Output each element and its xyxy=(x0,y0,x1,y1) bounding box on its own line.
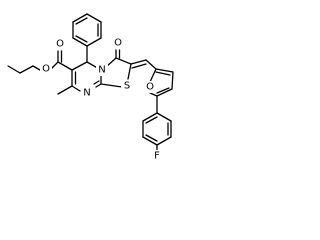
bond xyxy=(93,80,100,85)
bond xyxy=(75,17,88,25)
bond xyxy=(145,134,158,142)
bond xyxy=(149,92,158,97)
atom-labels: O O O N N S O F xyxy=(40,37,163,162)
bond xyxy=(7,65,21,74)
bonds xyxy=(7,13,174,152)
bond xyxy=(145,59,157,70)
bond xyxy=(95,83,102,88)
atom-s-ring: S xyxy=(124,81,130,92)
bond xyxy=(156,112,172,122)
bond xyxy=(156,88,173,97)
bond xyxy=(155,71,171,76)
bond xyxy=(131,63,147,69)
bond xyxy=(115,57,132,65)
bond xyxy=(57,61,73,71)
bond xyxy=(71,61,88,71)
molecule-structure: O O O N N S O F xyxy=(7,13,174,162)
bond xyxy=(155,68,174,73)
bond xyxy=(156,136,172,146)
bond xyxy=(100,83,123,88)
bond xyxy=(75,35,88,43)
bond xyxy=(171,71,174,90)
bond xyxy=(149,68,157,83)
atom-n-imine: N xyxy=(83,88,90,99)
bond xyxy=(127,63,132,80)
atom-o-furan: O xyxy=(146,82,154,93)
atom-n-ring: N xyxy=(98,65,105,76)
bond xyxy=(86,37,102,47)
bond xyxy=(130,59,147,65)
atom-o-carbonyl-ester: O xyxy=(56,39,64,50)
bond xyxy=(72,37,88,47)
bond xyxy=(145,116,158,124)
atom-o-ketone: O xyxy=(114,38,122,49)
bond xyxy=(32,65,41,71)
atom-o-ester: O xyxy=(42,64,50,75)
bond xyxy=(50,61,59,70)
bond xyxy=(19,65,34,74)
bond xyxy=(72,13,88,23)
bond xyxy=(156,87,170,94)
bond xyxy=(86,13,102,23)
bond xyxy=(142,112,158,122)
atom-f-aryl: F xyxy=(154,151,160,162)
bond xyxy=(57,85,73,95)
bond xyxy=(71,85,81,92)
bond xyxy=(142,136,158,146)
